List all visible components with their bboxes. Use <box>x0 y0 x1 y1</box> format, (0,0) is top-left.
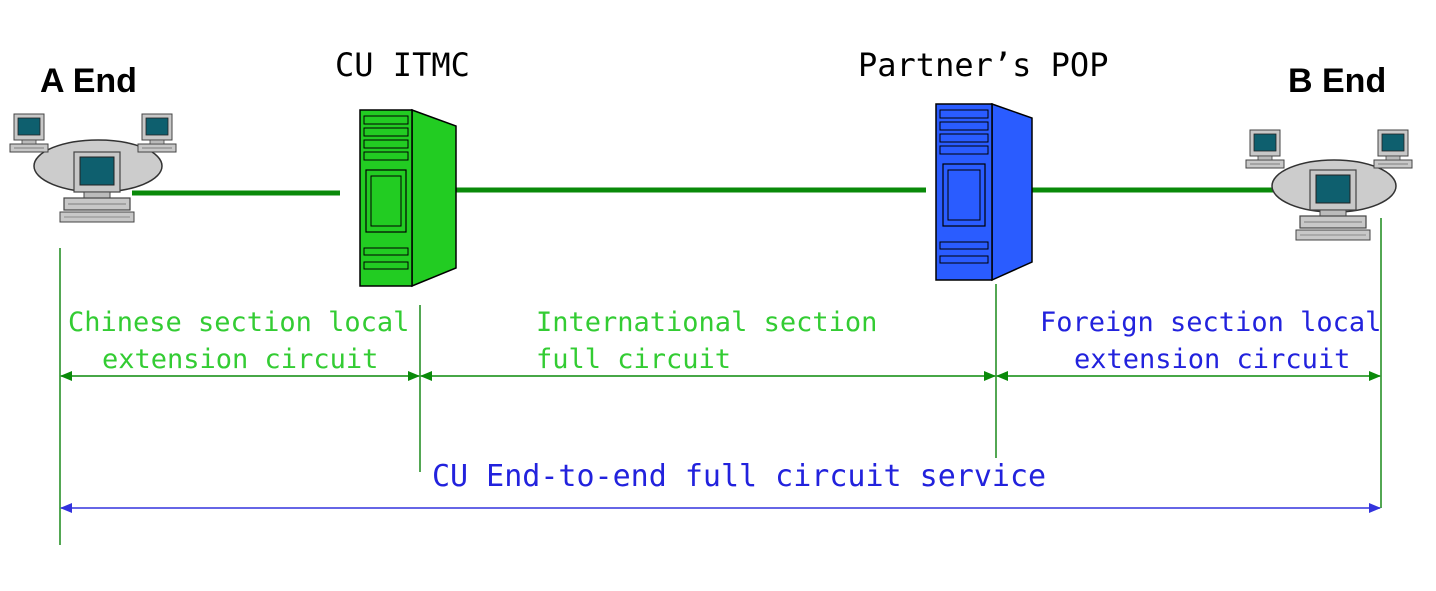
cu-itmc-label: CU ITMC <box>335 46 470 84</box>
partner-pop-label: Partner’s POP <box>858 46 1108 84</box>
end-to-end-label: CU End-to-end full circuit service <box>432 459 1046 494</box>
foreign-section-label-line1: Foreign section local <box>1040 307 1381 338</box>
server-tower-icon <box>359 108 457 288</box>
a-end-label: A End <box>40 62 137 100</box>
lan-computers-icon <box>9 113 177 223</box>
chinese-section-label-line1: Chinese section local <box>68 307 409 338</box>
foreign-section-label-line2: extension circuit <box>1074 344 1350 375</box>
chinese-section-label-line2: extension circuit <box>102 344 378 375</box>
lan-computers-icon <box>1245 129 1413 241</box>
server-tower-icon <box>935 102 1033 282</box>
b-end-label: B End <box>1288 62 1386 100</box>
international-section-label-line1: International section <box>536 307 877 338</box>
international-section-label-line2: full circuit <box>536 344 731 375</box>
